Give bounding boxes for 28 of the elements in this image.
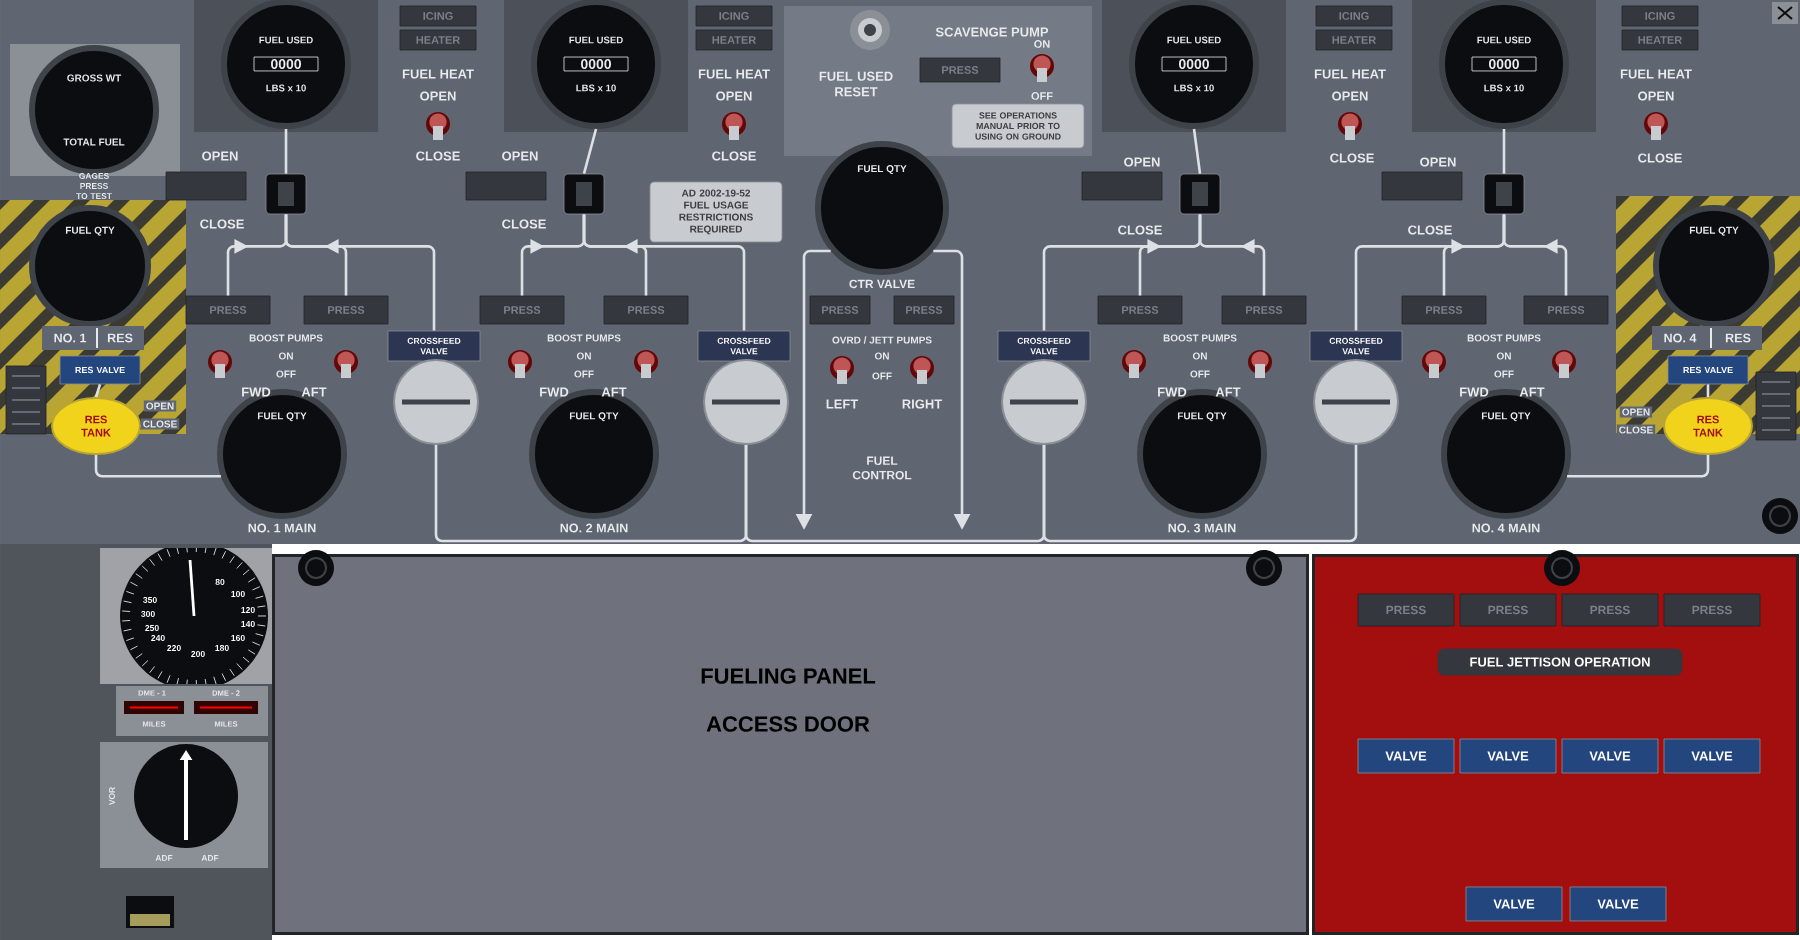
- fuel-line: [1198, 214, 1266, 296]
- valve-knob: [1313, 359, 1399, 445]
- valve-knob: [703, 359, 789, 445]
- warning-placard: [1755, 371, 1797, 441]
- fuel-line: [284, 129, 288, 174]
- annunciator-light: [1381, 171, 1463, 201]
- fuel-line: [582, 214, 648, 296]
- annunciator-light: [465, 171, 547, 201]
- guarded-switch: [563, 173, 605, 215]
- fuel-line: [1502, 129, 1506, 174]
- fuel-line: [94, 384, 102, 398]
- fuel-line: [284, 214, 348, 296]
- warning-placard: [5, 365, 47, 435]
- guarded-switch: [265, 173, 307, 215]
- valve-knob: [1001, 359, 1087, 445]
- fuel-line: [744, 445, 1046, 543]
- access-door: FUELING PANEL ACCESS DOOR: [272, 554, 1309, 935]
- annunciator-light: [1081, 171, 1163, 201]
- fuel-line: [434, 445, 748, 543]
- fuel-line: [582, 128, 598, 174]
- guarded-switch: [1179, 173, 1221, 215]
- guarded-switch: [1483, 173, 1525, 215]
- annunciator-light: [165, 171, 247, 201]
- fuel-line: [1042, 445, 1358, 543]
- fuel-line: [1706, 384, 1710, 397]
- valve-knob: [393, 359, 479, 445]
- fuel-line: [1192, 128, 1202, 174]
- fuel-line: [1502, 214, 1568, 296]
